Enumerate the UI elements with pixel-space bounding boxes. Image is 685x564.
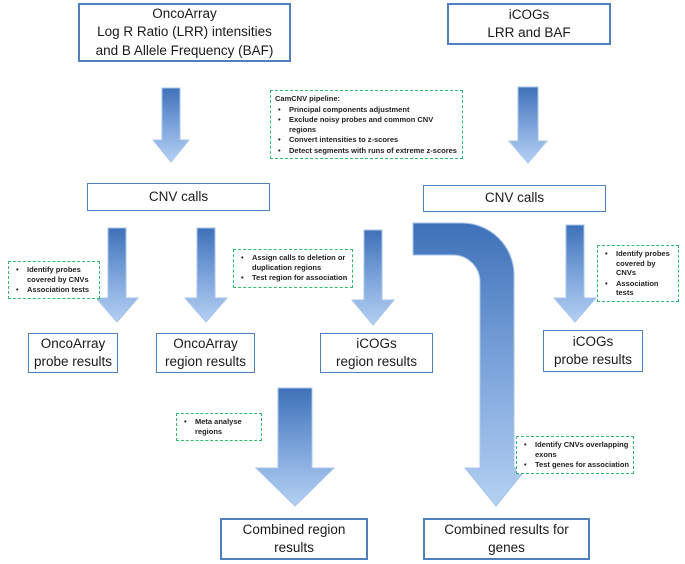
cnv-calls-left-box: CNV calls [87, 183, 270, 211]
arrow-regions-to-combined-region [254, 387, 336, 507]
icogs-input-line1: iCOGs [508, 6, 550, 22]
cnv-calls-right-label: CNV calls [484, 190, 545, 206]
arrow-oncoarray-to-cnvcalls [151, 87, 191, 163]
icogs-region-results-box: iCOGs region results [320, 333, 433, 373]
right-probe-tests-list: Identify probes covered by CNVs Associat… [601, 249, 675, 298]
oncoarray-region-results-box: OncoArray region results [156, 333, 255, 373]
oncoarray-input-line2: Log R Ratio (LRR) intensities [97, 24, 272, 40]
icogs-region-line1: iCOGs [356, 335, 397, 351]
combined-region-line1: Combined region [242, 521, 346, 537]
left-probe-tests-list: Identify probes covered by CNVs Associat… [12, 265, 96, 295]
assign-regions-note: Assign calls to deletion or duplication … [233, 249, 353, 288]
oncoarray-input-box: OncoArray Log R Ratio (LRR) intensities … [78, 3, 291, 62]
gene-tests-list: Identify CNVs overlapping exons Test gen… [520, 440, 630, 470]
combined-genes-results-box: Combined results for genes [423, 518, 590, 560]
note-item: Identify CNVs overlapping exons [520, 440, 630, 459]
camcnv-pipeline-note: CamCNV pipeline: Principal components ad… [270, 90, 463, 159]
note-item: Detect segments with runs of extreme z-s… [274, 146, 459, 156]
note-item: Identify probes covered by CNVs [12, 265, 96, 284]
oncoarray-input-line1: OncoArray [152, 5, 217, 21]
combined-genes-line1: Combined results for [444, 521, 569, 537]
note-item: Test genes for association [520, 460, 630, 470]
oncoarray-probe-results-box: OncoArray probe results [28, 333, 118, 373]
cnv-calls-right-box: CNV calls [423, 185, 606, 212]
right-probe-tests-note: Identify probes covered by CNVs Associat… [597, 245, 679, 302]
assign-regions-list: Assign calls to deletion or duplication … [237, 253, 349, 283]
meta-analyse-list: Meta analyse regions [180, 417, 258, 436]
combined-genes-line2: genes [488, 540, 525, 555]
note-item: Principal components adjustment [274, 105, 459, 115]
oncoarray-input-line3: and B Allele Frequency (BAF) [95, 42, 274, 58]
note-item: Meta analyse regions [180, 417, 258, 436]
note-item: Assign calls to deletion or duplication … [237, 253, 349, 272]
arrow-cnvcalls-to-oncoarray-probe [94, 227, 140, 323]
camcnv-pipeline-title: CamCNV pipeline: [275, 94, 341, 103]
camcnv-pipeline-list: Principal components adjustment Exclude … [274, 105, 459, 156]
oncoarray-region-line2: region results [164, 354, 247, 369]
gene-tests-note: Identify CNVs overlapping exons Test gen… [516, 436, 634, 474]
note-item: Test region for association [237, 273, 349, 283]
oncoarray-probe-line1: OncoArray [40, 335, 106, 351]
note-item: Association tests [601, 279, 675, 298]
oncoarray-probe-line2: probe results [33, 354, 113, 369]
note-item: Convert intensities to z-scores [274, 135, 459, 145]
left-probe-tests-note: Identify probes covered by CNVs Associat… [8, 261, 100, 299]
note-item: Exclude noisy probes and common CNV regi… [274, 115, 459, 134]
icogs-probe-results-box: iCOGs probe results [543, 330, 643, 372]
icogs-region-line2: region results [335, 354, 418, 369]
combined-region-line2: results [274, 540, 314, 555]
arrow-cnvcalls-to-icogs-probe [552, 224, 598, 323]
cnv-calls-left-label: CNV calls [148, 188, 209, 204]
note-item: Association tests [12, 285, 96, 295]
note-item: Identify probes covered by CNVs [601, 249, 675, 278]
icogs-probe-line1: iCOGs [572, 333, 614, 349]
icogs-probe-line2: probe results [553, 352, 633, 367]
arrow-icogs-to-cnvcalls [507, 86, 549, 164]
oncoarray-region-line1: OncoArray [173, 335, 238, 351]
icogs-input-box: iCOGs LRR and BAF [447, 3, 611, 45]
meta-analyse-note: Meta analyse regions [176, 413, 262, 441]
arrow-cnvcalls-to-oncoarray-region [183, 227, 229, 323]
arrow-cnvcalls-to-icogs-region [350, 229, 396, 326]
combined-region-results-box: Combined region results [220, 518, 368, 560]
icogs-input-line2: LRR and BAF [487, 25, 571, 40]
